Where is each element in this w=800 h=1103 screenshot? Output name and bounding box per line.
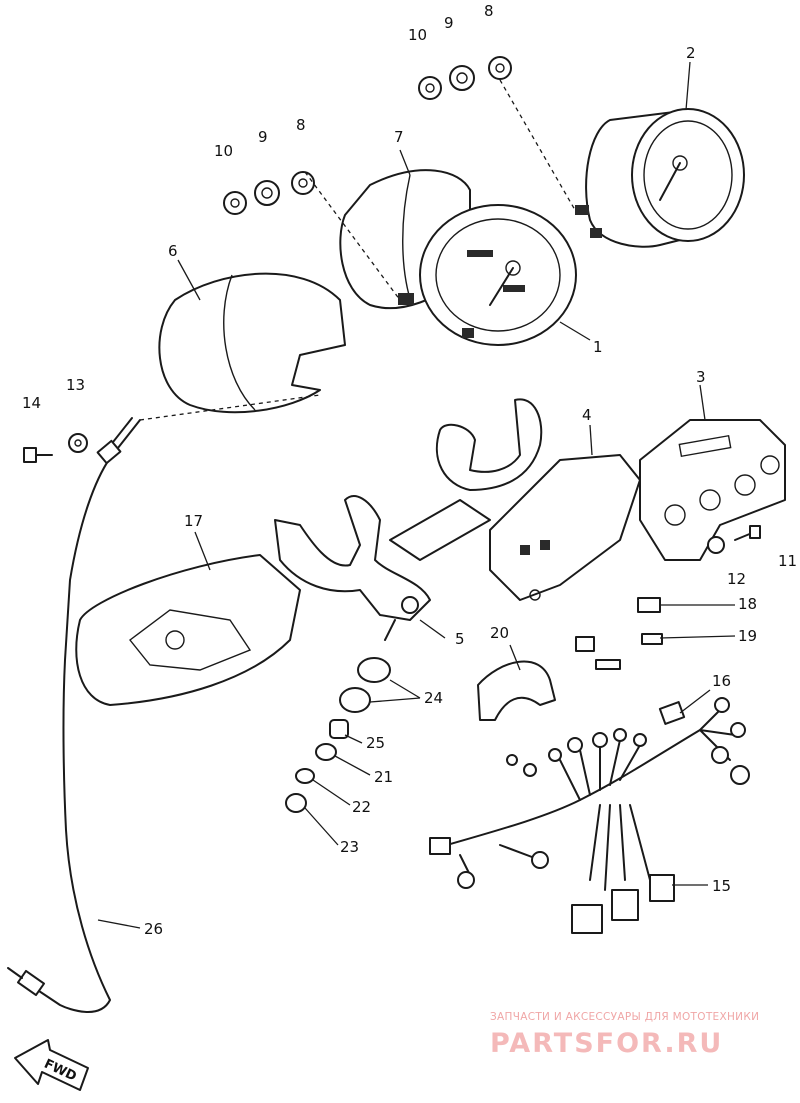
callout-9a: 9 <box>444 14 454 32</box>
part-14-bolt <box>23 447 53 463</box>
callout-7: 7 <box>394 128 404 146</box>
callout-1: 1 <box>593 338 603 356</box>
part-17-housing-cover <box>75 554 301 706</box>
callout-18: 18 <box>738 595 757 613</box>
watermark: ЗАПЧАСТИ И АКСЕССУАРЫ ДЛЯ МОТОТЕХНИКИ PA… <box>490 1011 759 1059</box>
watermark-tagline: ЗАПЧАСТИ И АКСЕССУАРЫ ДЛЯ МОТОТЕХНИКИ <box>490 1011 759 1023</box>
part-16-connector <box>658 701 686 725</box>
part-21-washer <box>315 743 337 761</box>
part-22-nut <box>295 768 315 784</box>
part-19-bulb <box>575 633 663 670</box>
leader-lines <box>97 61 736 929</box>
part-20-plate <box>477 660 556 721</box>
callout-8b: 8 <box>296 116 306 134</box>
callout-21: 21 <box>374 768 393 786</box>
callouts: 2 8 9 10 7 8 9 10 6 1 3 4 13 14 17 11 12… <box>22 2 797 938</box>
part-5-stay <box>274 495 491 641</box>
part-1-speedometer <box>398 204 577 346</box>
callout-9b: 9 <box>258 128 268 146</box>
part-18-socket <box>637 597 661 613</box>
part-11-bolt <box>734 525 761 541</box>
part-8-9-10-lower <box>223 171 315 215</box>
part-26-cable <box>7 417 141 1013</box>
watermark-brand: PARTSFOR.RU <box>490 1028 723 1059</box>
part-13-washer <box>68 433 88 453</box>
part-25-collar <box>329 719 349 739</box>
callout-8a: 8 <box>484 2 494 20</box>
callout-2: 2 <box>686 44 696 62</box>
part-3-bracket <box>639 419 786 561</box>
callout-26: 26 <box>144 920 163 938</box>
part-24-grommet <box>339 657 391 713</box>
part-2-tachometer <box>575 108 745 248</box>
part-15-wire-harness <box>429 697 750 934</box>
callout-6: 6 <box>168 242 178 260</box>
callout-10b: 10 <box>214 142 233 160</box>
fwd-direction-arrow: FWD <box>14 1039 89 1091</box>
callout-5: 5 <box>455 630 465 648</box>
part-12-washer <box>707 536 725 554</box>
callout-16: 16 <box>712 672 731 690</box>
callout-4: 4 <box>582 406 592 424</box>
callout-20: 20 <box>490 624 509 642</box>
callout-22: 22 <box>352 798 371 816</box>
callout-23: 23 <box>340 838 359 856</box>
part-8-9-10-upper <box>418 56 512 100</box>
callout-13: 13 <box>66 376 85 394</box>
callout-11: 11 <box>778 552 797 570</box>
callout-12: 12 <box>727 570 746 588</box>
callout-10a: 10 <box>408 26 427 44</box>
callout-19: 19 <box>738 627 757 645</box>
callout-25: 25 <box>366 734 385 752</box>
callout-24: 24 <box>424 689 443 707</box>
part-23-nut <box>285 793 307 813</box>
callout-14: 14 <box>22 394 41 412</box>
callout-15: 15 <box>712 877 731 895</box>
part-6-cover <box>158 272 346 414</box>
part-4-bracket <box>435 398 641 601</box>
callout-17: 17 <box>184 512 203 530</box>
callout-3: 3 <box>696 368 706 386</box>
